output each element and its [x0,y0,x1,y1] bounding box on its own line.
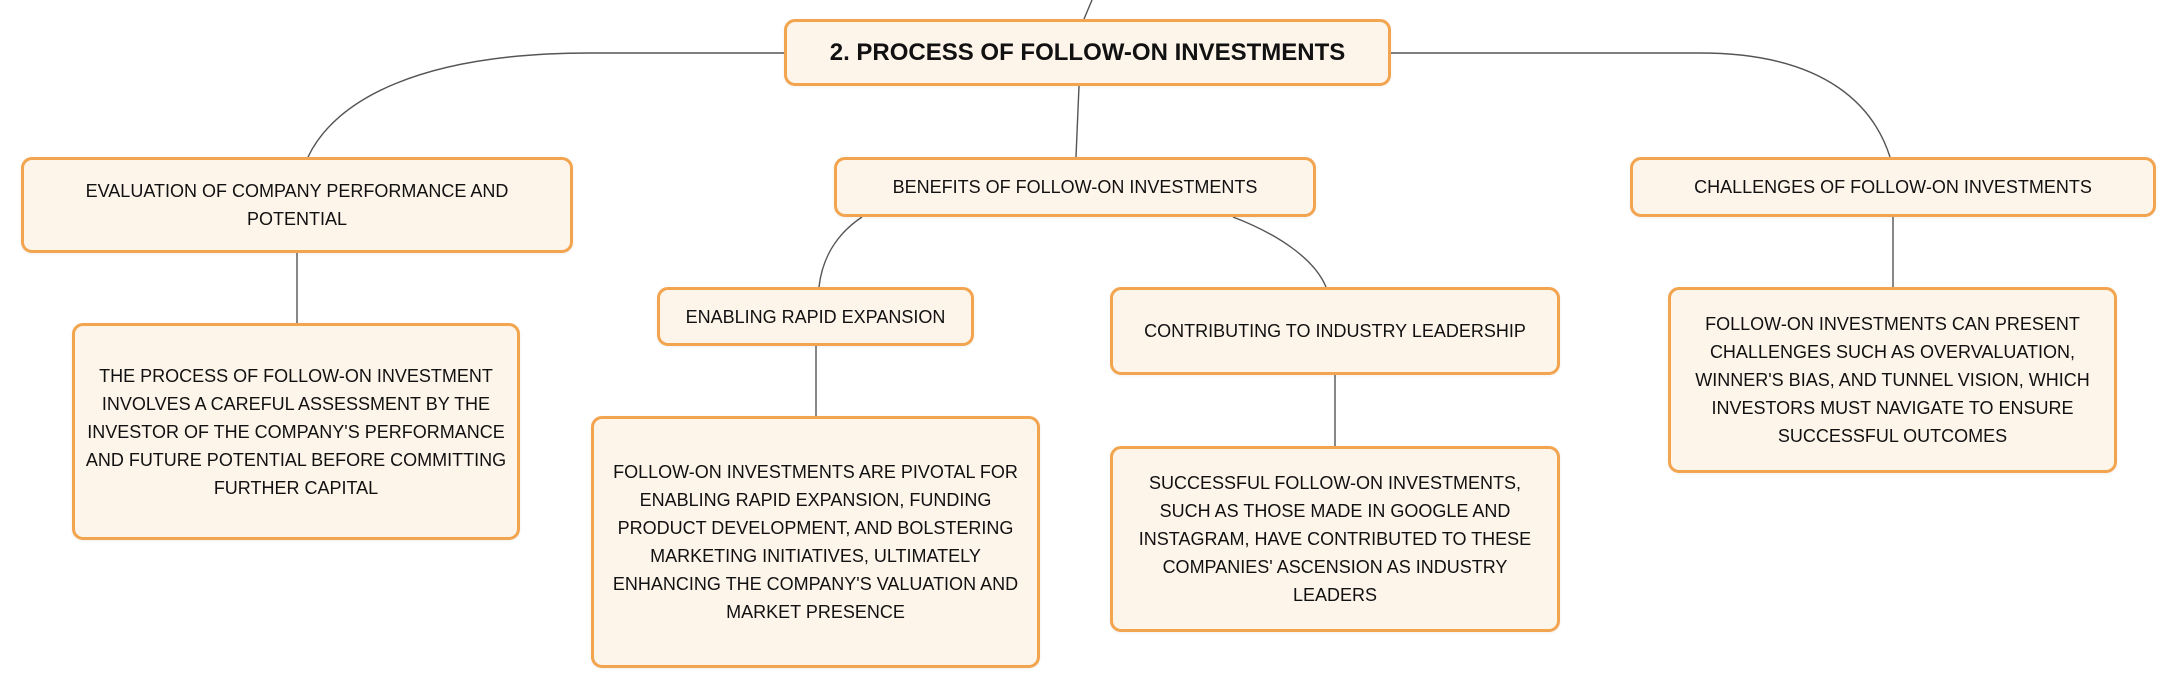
root-node-label: 2. PROCESS OF FOLLOW-ON INVESTMENTS [829,38,1346,66]
challenges-node-label: CHALLENGES OF FOLLOW-ON INVESTMENTS [1694,177,2092,197]
evaluation-detail-text: THE PROCESS OF FOLLOW-ON INVESTMENT INVO… [85,365,507,498]
evaluation-node[interactable]: EVALUATION OF COMPANY PERFORMANCE AND PO… [21,157,573,253]
connector-root-evaluation [307,52,784,158]
rapid-expansion-detail-node[interactable]: FOLLOW-ON INVESTMENTS ARE PIVOTAL FOR EN… [591,416,1040,668]
evaluation-node-label: EVALUATION OF COMPANY PERFORMANCE AND PO… [85,181,509,229]
industry-leadership-detail-node[interactable]: SUCCESSFUL FOLLOW-ON INVESTMENTS, SUCH A… [1110,446,1560,632]
connector-parent-root [1083,0,1093,20]
challenges-detail-node[interactable]: FOLLOW-ON INVESTMENTS CAN PRESENT CHALLE… [1668,287,2117,473]
connector-root-challenges [1391,52,1891,158]
rapid-expansion-node[interactable]: ENABLING RAPID EXPANSION [657,287,974,346]
industry-leadership-label: CONTRIBUTING TO INDUSTRY LEADERSHIP [1144,321,1526,341]
evaluation-detail-node[interactable]: THE PROCESS OF FOLLOW-ON INVESTMENT INVO… [72,323,520,540]
root-node[interactable]: 2. PROCESS OF FOLLOW-ON INVESTMENTS [784,19,1391,86]
connector-root-benefits [1075,85,1080,158]
challenges-node[interactable]: CHALLENGES OF FOLLOW-ON INVESTMENTS [1630,157,2156,217]
benefits-node-label: BENEFITS OF FOLLOW-ON INVESTMENTS [892,177,1258,197]
rapid-expansion-label: ENABLING RAPID EXPANSION [685,306,946,327]
connector-benefits-industry [1232,216,1327,288]
connector-benefits-rapid [818,216,863,288]
rapid-expansion-detail-text: FOLLOW-ON INVESTMENTS ARE PIVOTAL FOR EN… [612,462,1019,622]
industry-leadership-node[interactable]: CONTRIBUTING TO INDUSTRY LEADERSHIP [1110,287,1560,375]
industry-leadership-detail-text: SUCCESSFUL FOLLOW-ON INVESTMENTS, SUCH A… [1138,473,1532,605]
challenges-detail-text: FOLLOW-ON INVESTMENTS CAN PRESENT CHALLE… [1695,314,2090,446]
benefits-node[interactable]: BENEFITS OF FOLLOW-ON INVESTMENTS [834,157,1316,217]
